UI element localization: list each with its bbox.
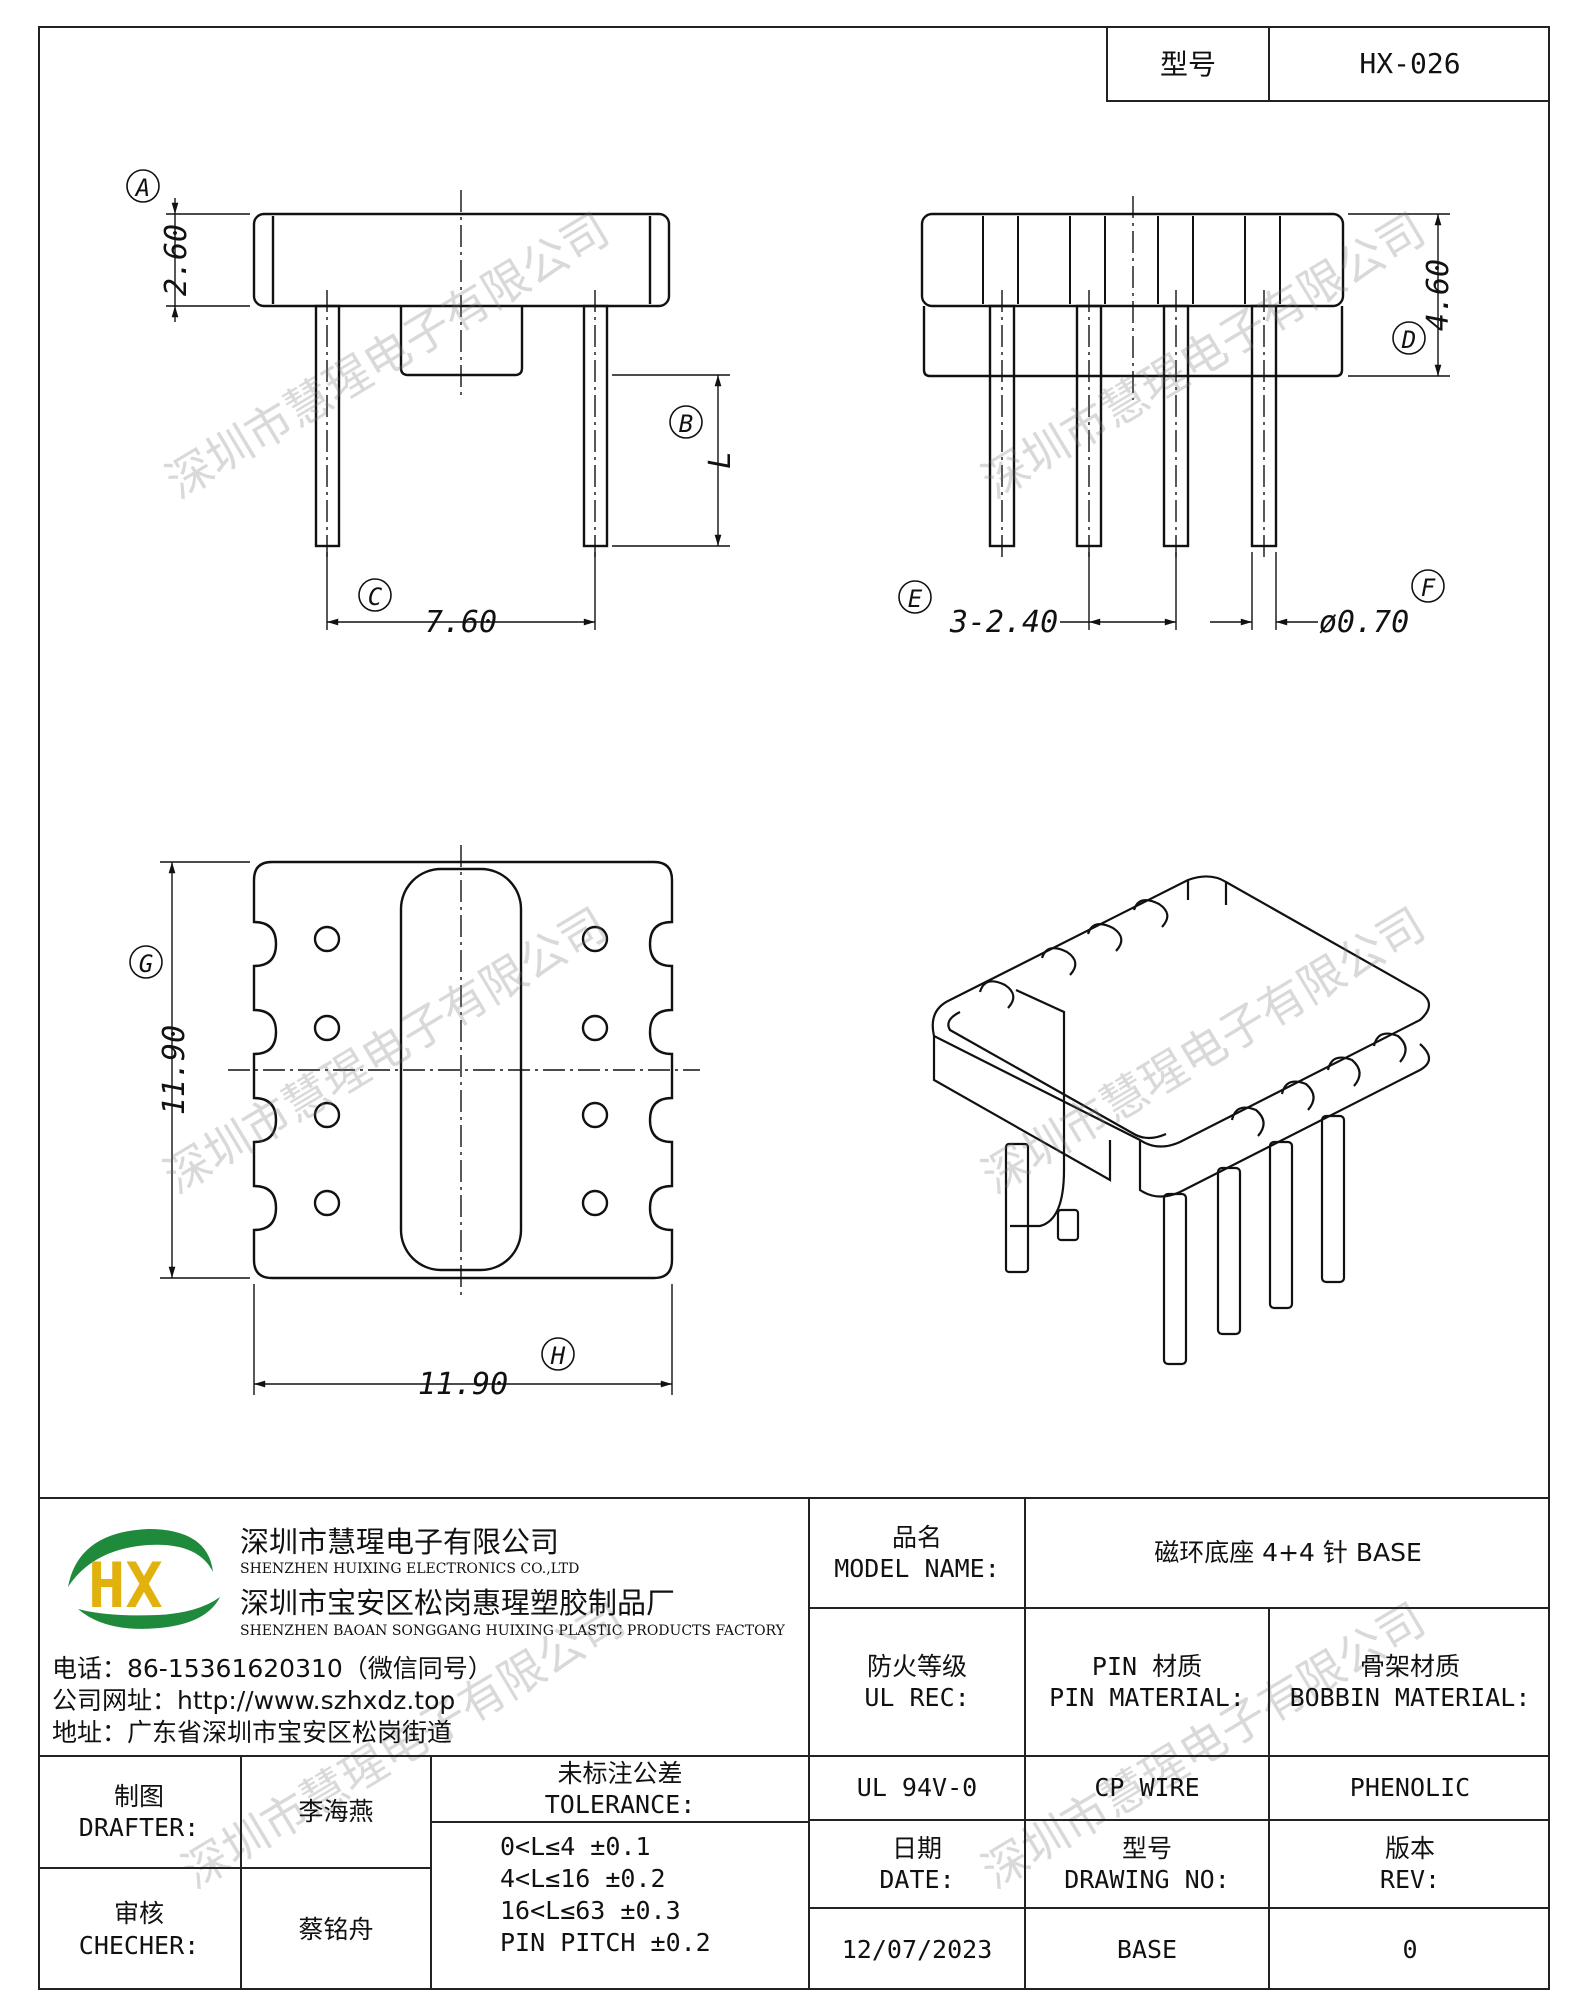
- callout-a: A: [134, 174, 150, 202]
- pin-material-value: CP WIRE: [1094, 1773, 1200, 1803]
- model-number-box: 型号 HX-026: [1106, 26, 1550, 102]
- company-phone: 电话：86-15361620310（微信同号）: [52, 1654, 493, 1683]
- callout-h: H: [550, 1342, 566, 1370]
- model-name-value: 磁环底座 4+4 针 BASE: [1154, 1538, 1422, 1568]
- tolerance-line: 0<L≤4 ±0.1: [500, 1832, 651, 1861]
- drawing-no-value: BASE: [1116, 1934, 1178, 1964]
- company-name-cn: 深圳市慧瑆电子有限公司: [240, 1525, 560, 1559]
- tolerance-label: 未标注公差 TOLERANCE:: [544, 1758, 696, 1819]
- ul-rec-label: 防火等级 UL REC:: [864, 1651, 970, 1712]
- callout-f: F: [1421, 574, 1436, 602]
- factory-name-cn: 深圳市宝安区松岗惠瑆塑胶制品厂: [240, 1586, 676, 1620]
- side-view: [898, 196, 1450, 630]
- dim-height-a: 2.60: [159, 224, 194, 296]
- checker-value: 蔡铭舟: [298, 1914, 374, 1944]
- bobbin-material-label: 骨架材质 BOBBIN MATERIAL:: [1289, 1651, 1531, 1712]
- company-info: HX 深圳市慧瑆电子有限公司 SHENZHEN HUIXING ELECTRON…: [38, 1497, 808, 1757]
- rev-value: 0: [1402, 1934, 1418, 1964]
- dim-pitch-e: 3-2.40: [949, 605, 1058, 640]
- callout-g: G: [139, 950, 153, 978]
- dim-diameter-f: ø0.70: [1319, 605, 1409, 640]
- drafter-label: 制图 DRAFTER:: [78, 1781, 200, 1842]
- model-value: HX-026: [1359, 46, 1461, 80]
- pin-material-label: PIN 材质 PIN MATERIAL:: [1049, 1651, 1245, 1712]
- checker-label: 审核 CHECHER:: [78, 1899, 200, 1960]
- isometric-view: [931, 875, 1431, 1366]
- company-website: 公司网址：http://www.szhxdz.top: [52, 1686, 456, 1715]
- front-view: [126, 169, 730, 630]
- dim-length-b: L: [703, 451, 738, 469]
- tolerance-line: 16<L≤63 ±0.3: [500, 1896, 681, 1925]
- bobbin-material-value: PHENOLIC: [1349, 1773, 1471, 1803]
- dim-width-h: 11.90: [418, 1367, 508, 1402]
- factory-name-en: SHENZHEN BAOAN SONGGANG HUIXING PLASTIC …: [240, 1623, 785, 1639]
- company-address: 地址：广东省深圳市宝安区松岗街道: [52, 1718, 453, 1747]
- drawing-no-label: 型号 DRAWING NO:: [1064, 1833, 1230, 1894]
- drawing-frame: [38, 26, 1550, 1990]
- tolerance-line: 4<L≤16 ±0.2: [500, 1864, 666, 1893]
- top-view: [129, 845, 700, 1395]
- drafter-value: 李海燕: [298, 1797, 374, 1827]
- logo-text: HX: [88, 1549, 163, 1622]
- tolerance-table: 0<L≤4 ±0.1 4<L≤16 ±0.2 16<L≤63 ±0.3 PIN …: [500, 1831, 711, 1959]
- company-name-en: SHENZHEN HUIXING ELECTRONICS CO.,LTD: [240, 1561, 580, 1577]
- dim-height-g: 11.90: [157, 1025, 192, 1115]
- technical-drawing: A 2.60 B L C 7.60 D 4.60 E 3-2.40 F ø0.7…: [126, 169, 1456, 1402]
- model-label: 型号: [1108, 26, 1270, 100]
- callout-e: E: [908, 585, 923, 613]
- dim-height-d: 4.60: [1421, 259, 1456, 331]
- callout-b: B: [679, 410, 693, 438]
- dim-span-c: 7.60: [425, 605, 497, 640]
- title-block: HX 深圳市慧瑆电子有限公司 SHENZHEN HUIXING ELECTRON…: [38, 1497, 1550, 1990]
- callout-c: C: [368, 583, 383, 611]
- tolerance-line: PIN PITCH ±0.2: [500, 1928, 711, 1957]
- rev-label: 版本 REV:: [1379, 1833, 1441, 1894]
- callout-d: D: [1401, 326, 1416, 354]
- company-logo: HX: [68, 1529, 220, 1629]
- date-label: 日期 DATE:: [879, 1833, 955, 1894]
- model-name-label: 品名 MODEL NAME:: [834, 1522, 1000, 1583]
- date-value: 12/07/2023: [841, 1934, 993, 1964]
- ul-rec-value: UL 94V-0: [856, 1773, 978, 1803]
